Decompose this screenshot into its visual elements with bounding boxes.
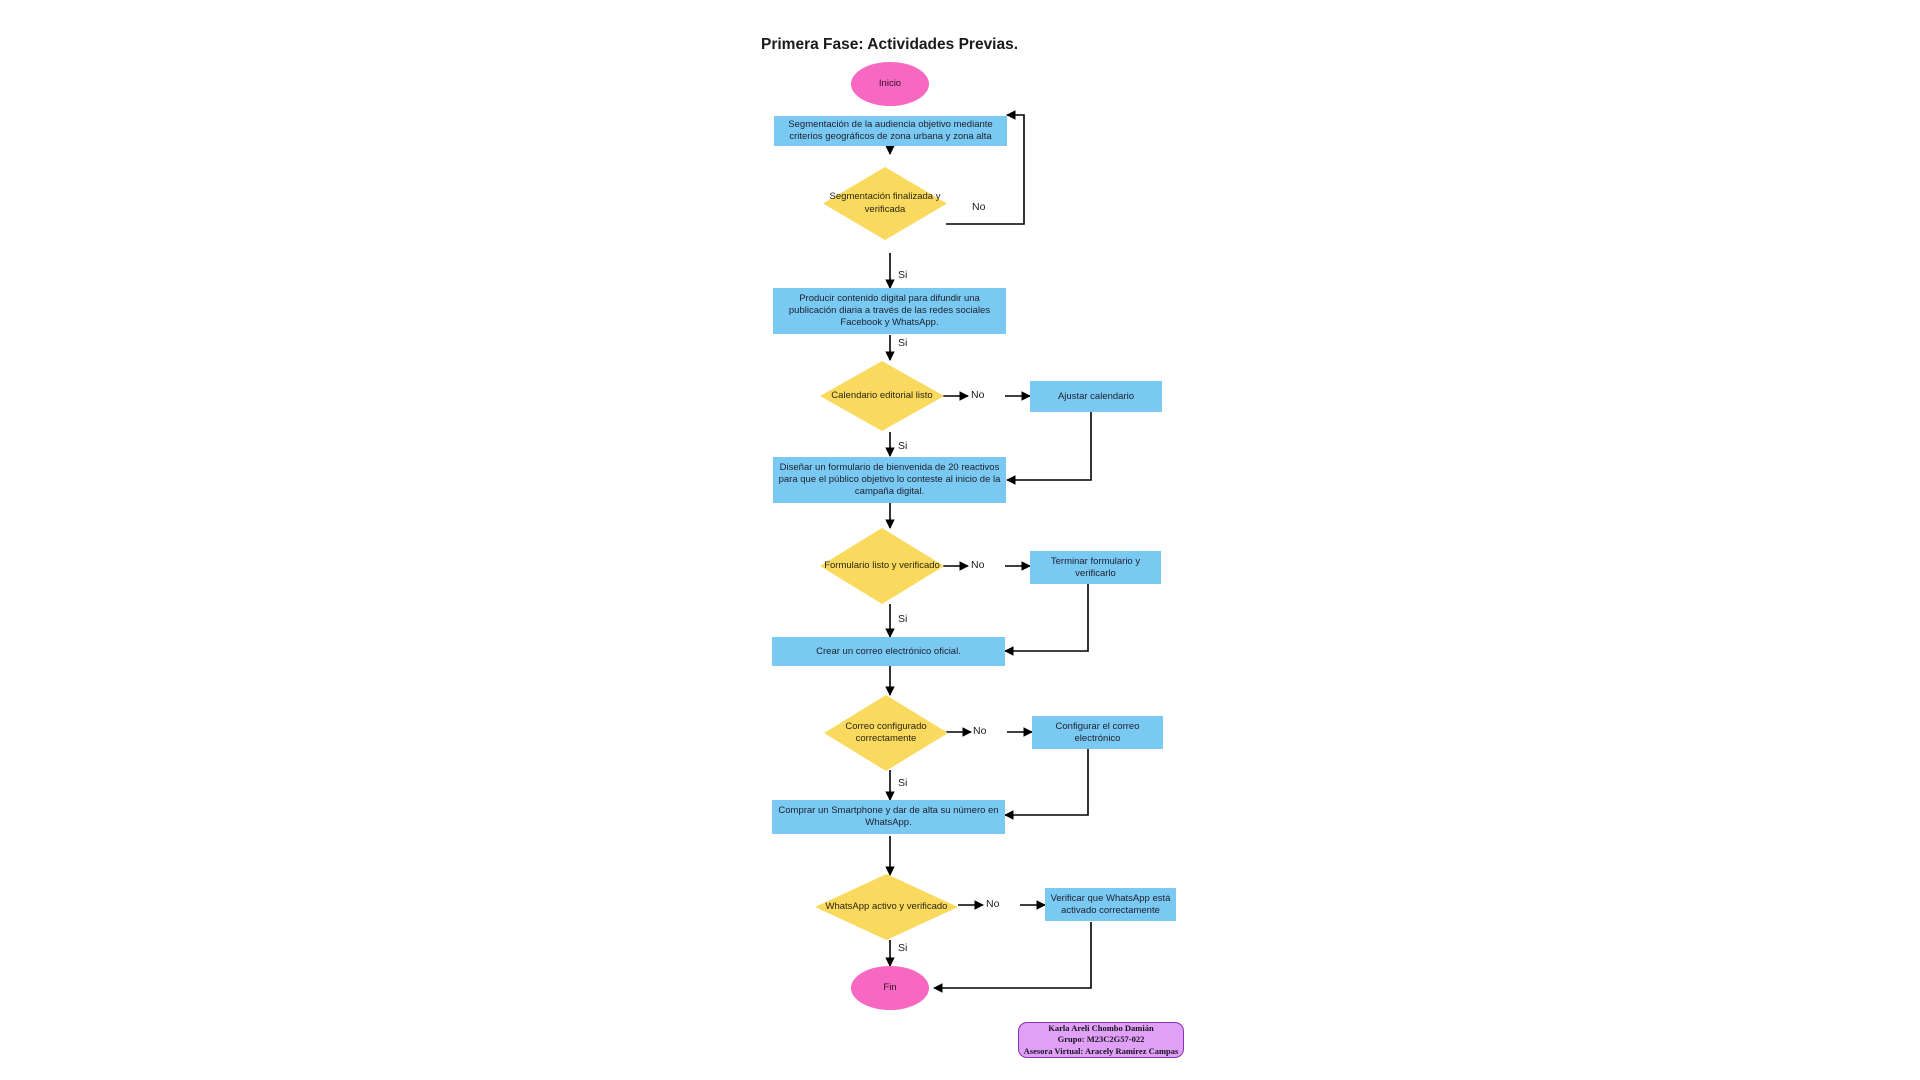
node-comprar-smartphone[interactable]: Comprar un Smartphone y dar de alta su n… (772, 800, 1005, 834)
credit-author: Karla Areli Chombo Damián (1048, 1022, 1154, 1033)
node-label: Ajustar calendario (1057, 390, 1135, 402)
edge-p4b-loop (1004, 749, 1089, 820)
edge-label-d5-no: No (986, 898, 1000, 910)
edge-label-d3-no: No (971, 559, 985, 571)
node-label: Correo configurado correctamente (845, 720, 927, 744)
edge-p2b-loop (1006, 412, 1092, 485)
node-producir-contenido[interactable]: Producir contenido digital para difundir… (773, 288, 1006, 334)
edge-label-p2-si: Si (898, 337, 908, 349)
node-label: Terminar formulario y verificarlo (1050, 555, 1141, 579)
node-label: Inicio (878, 78, 902, 90)
node-label: Segmentación finalizada y verificada (829, 191, 941, 215)
node-whatsapp-activo[interactable]: WhatsApp activo y verificado (815, 874, 958, 940)
node-inicio[interactable]: Inicio (851, 62, 929, 106)
edge-label-d1-si: Si (898, 269, 908, 281)
node-crear-correo[interactable]: Crear un correo electrónico oficial. (772, 637, 1005, 666)
node-disenar-formulario[interactable]: Diseñar un formulario de bienvenida de 2… (773, 457, 1006, 503)
node-label: Verificar que WhatsApp está activado cor… (1050, 892, 1171, 916)
credit-group: Grupo: M23C2G57-022 (1057, 1034, 1145, 1045)
node-label: Diseñar un formulario de bienvenida de 2… (778, 462, 1001, 497)
node-label: Calendario editorial listo (831, 389, 933, 401)
edge-label-d3-si: Si (898, 613, 908, 625)
node-label: Producir contenido digital para difundir… (788, 293, 991, 328)
node-formulario-listo[interactable]: Formulario listo y verificado (820, 528, 944, 604)
node-fin[interactable]: Fin (851, 966, 929, 1010)
node-label: Segmentación de la audiencia objetivo me… (788, 119, 993, 142)
credit-advisor: Asesora Virtual: Aracely Ramirez Campas (1023, 1045, 1179, 1056)
edge-label-d4-no: No (973, 725, 987, 737)
credit-box: Karla Areli Chombo Damián Grupo: M23C2G5… (1018, 1022, 1184, 1058)
node-label: Formulario listo y verificado (824, 559, 940, 571)
edge-label-d4-si: Si (898, 777, 908, 789)
node-verificar-whatsapp[interactable]: Verificar que WhatsApp está activado cor… (1045, 888, 1176, 921)
edge-label-d5-si: Si (898, 942, 908, 954)
edge-p3b-loop (1004, 583, 1089, 656)
node-segmentacion-finalizada[interactable]: Segmentación finalizada y verificada (823, 167, 947, 240)
node-segmentacion-audiencia[interactable]: Segmentación de la audiencia objetivo me… (774, 116, 1007, 146)
edge-label-d2-si: Si (898, 440, 908, 452)
node-label: Configurar el correo electrónico (1055, 720, 1140, 744)
node-label: Crear un correo electrónico oficial. (816, 645, 961, 657)
node-correo-configurado[interactable]: Correo configurado correctamente (824, 695, 948, 771)
node-configurar-correo[interactable]: Configurar el correo electrónico (1032, 716, 1163, 749)
page-title: Primera Fase: Actividades Previas. (761, 36, 1019, 53)
node-label: Comprar un Smartphone y dar de alta su n… (778, 805, 999, 828)
node-label: Fin (883, 982, 897, 994)
edge-label-d2-no: No (971, 389, 985, 401)
node-terminar-formulario[interactable]: Terminar formulario y verificarlo (1030, 551, 1161, 584)
node-label: WhatsApp activo y verificado (825, 900, 948, 912)
node-calendario-editorial[interactable]: Calendario editorial listo (820, 361, 944, 431)
node-ajustar-calendario[interactable]: Ajustar calendario (1030, 381, 1162, 412)
edge-label-d1-no: No (972, 201, 986, 213)
